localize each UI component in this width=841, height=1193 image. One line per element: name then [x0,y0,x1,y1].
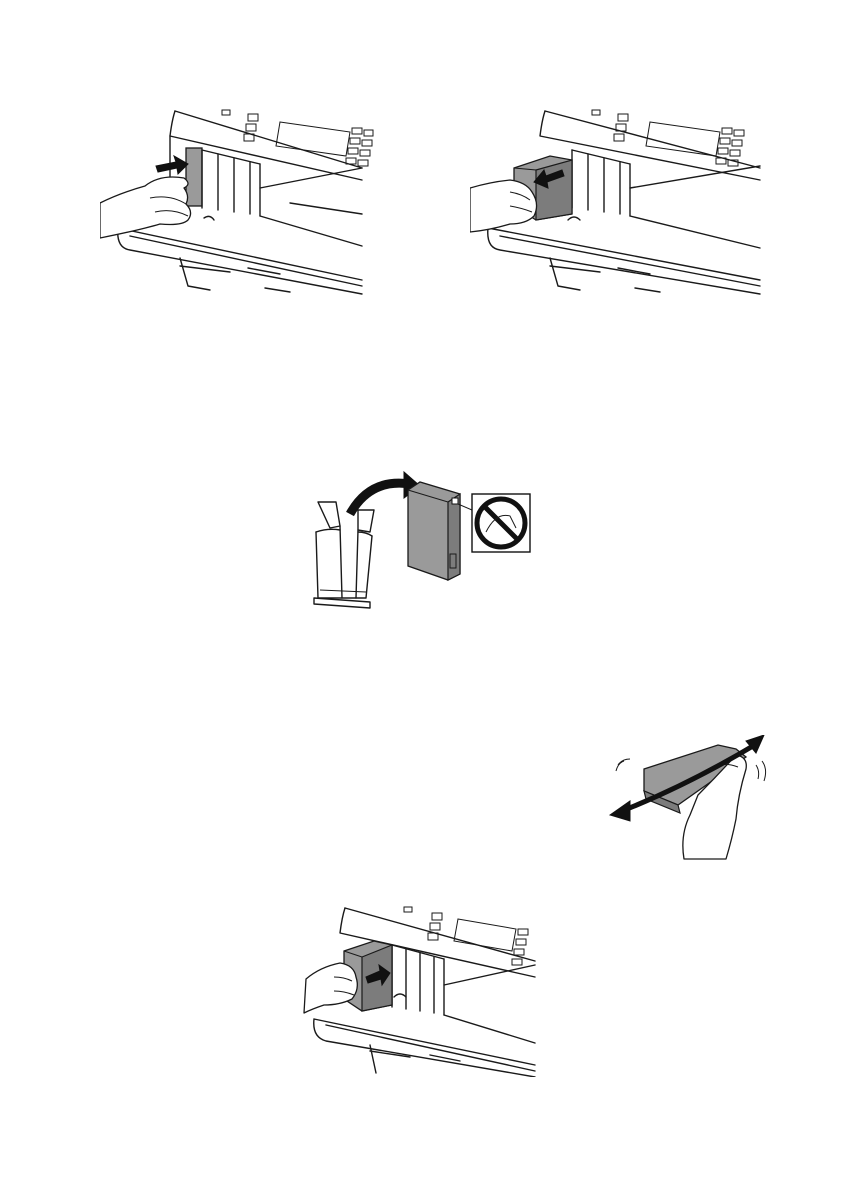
printer-insert-cartridge-icon [300,905,537,1077]
do-not-touch-chip-icon [472,494,530,552]
printer-remove-cartridge-push-icon [100,108,375,300]
shake-cartridge-icon [608,735,778,860]
printer-remove-cartridge-pull-icon [470,108,770,300]
unpack-cartridge-icon [300,470,535,615]
